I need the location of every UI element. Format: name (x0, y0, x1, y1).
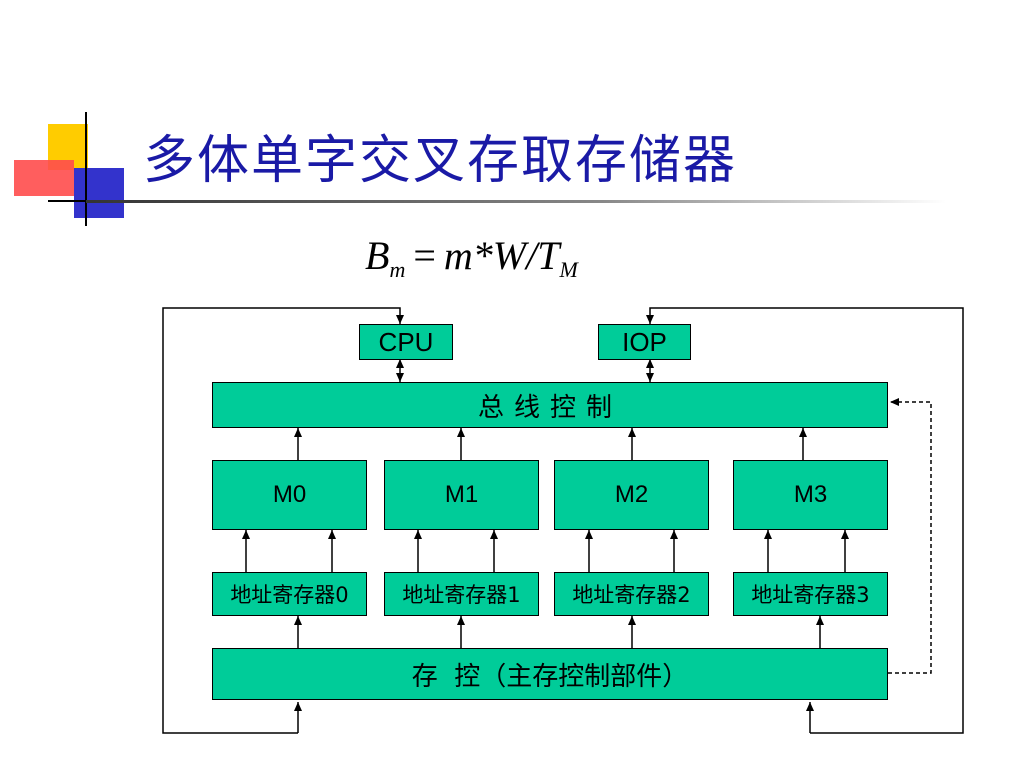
module-m3: M3 (733, 460, 888, 530)
slide-title: 多体单字交叉存取存储器 (143, 131, 738, 191)
address-register-0: 地址寄存器0 (212, 572, 367, 616)
address-register-2: 地址寄存器2 (554, 572, 709, 616)
formula-rhs: m*W/T (443, 233, 560, 278)
cpu-box: CPU (359, 324, 453, 360)
ctrl-bus-dashed-link (888, 398, 932, 674)
bus-control-box: 总线控制 (212, 382, 888, 428)
formula-lhs: B (365, 233, 390, 278)
formula-rhs-sub: M (559, 257, 578, 282)
formula-lhs-sub: m (389, 257, 406, 282)
slide-corner-decoration (14, 112, 140, 226)
module-m0: M0 (212, 460, 367, 530)
storage-control-box: 存 控（主存控制部件） (212, 648, 888, 700)
iop-box: IOP (598, 324, 691, 360)
formula-equals: = (413, 233, 436, 278)
title-underline (86, 200, 946, 203)
outer-loop-right (646, 307, 964, 734)
module-m2: M2 (554, 460, 709, 530)
bandwidth-formula: Bm =m*W/TM (365, 232, 578, 283)
address-register-3: 地址寄存器3 (733, 572, 888, 616)
module-m1: M1 (384, 460, 539, 530)
outer-loop-left (162, 307, 404, 734)
address-register-1: 地址寄存器1 (384, 572, 539, 616)
